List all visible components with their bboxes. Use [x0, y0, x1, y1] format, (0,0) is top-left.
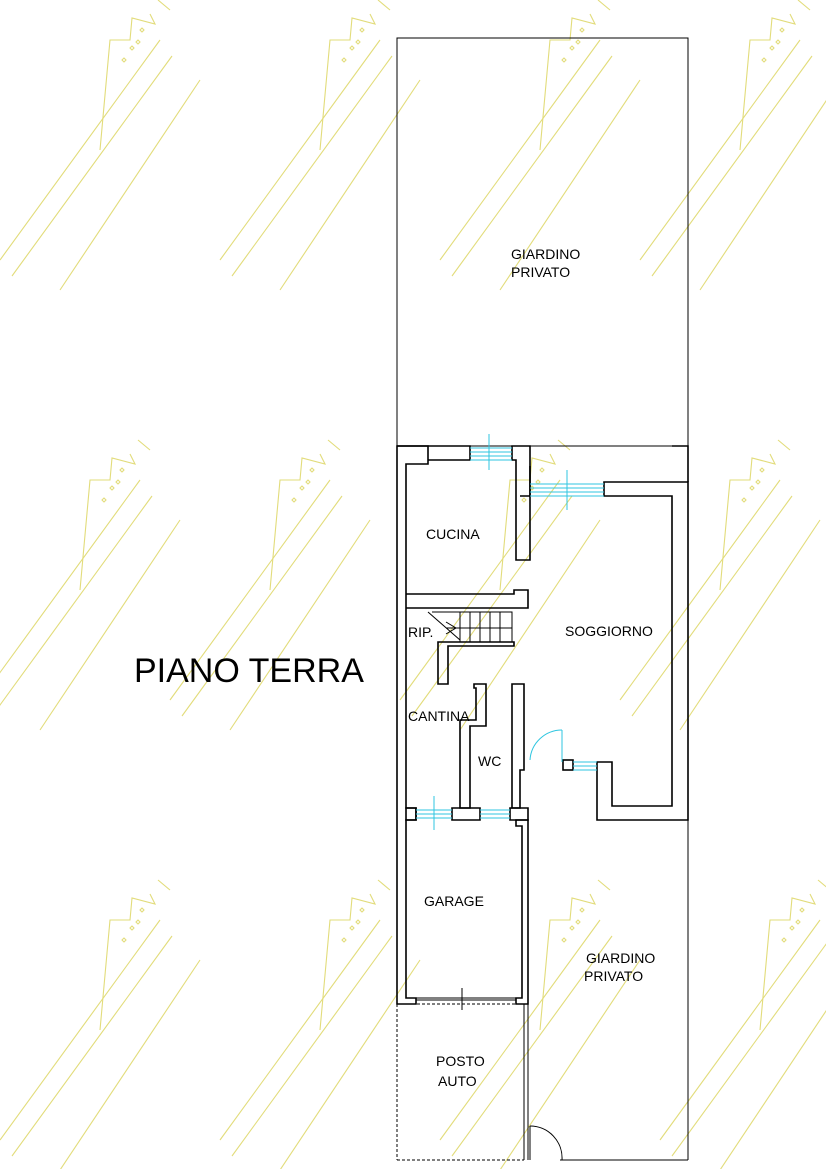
label-rip: RIP.: [408, 624, 433, 640]
posto-auto-outline: [396, 1003, 524, 1161]
watermark-logo: [439, 879, 641, 1169]
watermark-logo: [219, 0, 421, 291]
watermark-logo: [619, 439, 821, 731]
label-posto-auto-1: POSTO: [436, 1053, 485, 1069]
watermark-logo: [639, 0, 826, 291]
watermark-logo: [659, 879, 826, 1169]
label-posto-auto-2: AUTO: [438, 1073, 477, 1089]
label-cucina: CUCINA: [426, 526, 480, 542]
watermark-logo: [219, 879, 421, 1169]
label-giardino-top-1: GIARDINO: [511, 246, 580, 262]
garden-gate: [529, 1125, 563, 1161]
label-soggiorno: SOGGIORNO: [565, 623, 653, 639]
label-giardino-bottom-2: PRIVATO: [584, 968, 643, 984]
plan-title: PIANO TERRA: [134, 652, 364, 690]
watermark-logo: [0, 879, 201, 1169]
label-wc: WC: [478, 753, 501, 769]
plot-outline: [396, 37, 689, 1161]
watermark-logo: [0, 0, 201, 291]
room-labels: GIARDINO PRIVATO CUCINA RIP. SOGGIORNO C…: [408, 246, 655, 1089]
windows: [416, 434, 604, 830]
label-garage: GARAGE: [424, 893, 484, 909]
label-giardino-top-2: PRIVATO: [511, 264, 570, 280]
watermark-logo: [439, 0, 641, 291]
label-cantina: CANTINA: [408, 708, 470, 724]
building-walls: [396, 445, 689, 1010]
watermark-logo: [0, 439, 181, 731]
label-giardino-bottom-1: GIARDINO: [586, 950, 655, 966]
watermark-logo: [169, 439, 371, 731]
